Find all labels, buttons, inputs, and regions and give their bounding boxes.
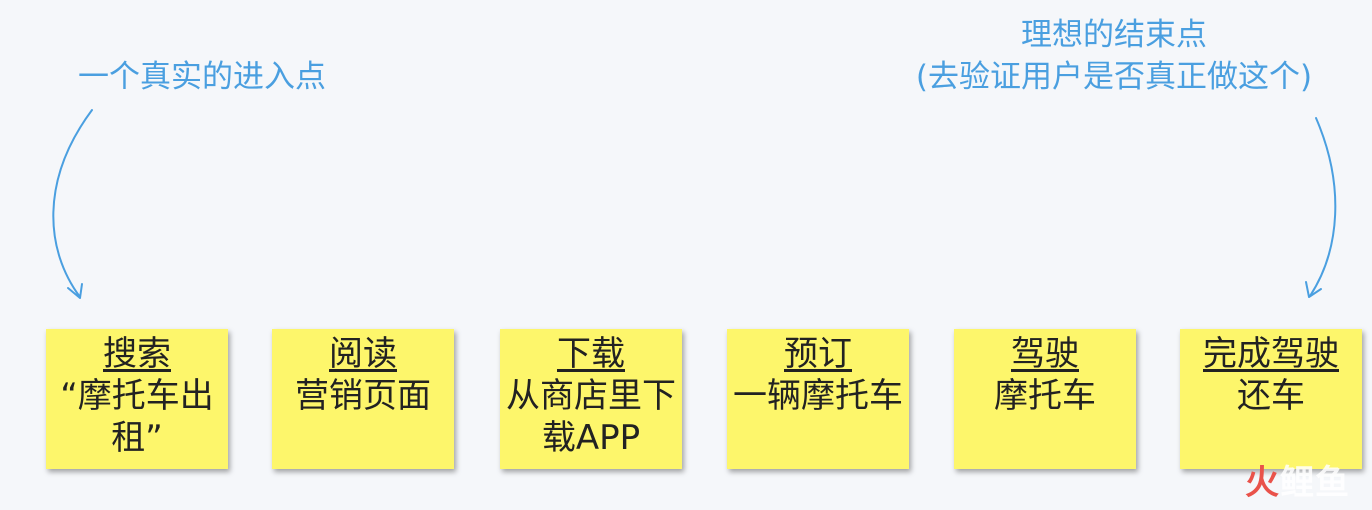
watermark-part1: 火 — [1245, 463, 1280, 503]
right-arrow-head — [1305, 281, 1322, 298]
step-title: 搜索 — [103, 334, 171, 374]
watermark-part2: 鲤鱼 — [1280, 463, 1350, 503]
step-note-return: 完成驾驶 还车 — [1180, 329, 1362, 469]
step-body: 还车 — [1237, 376, 1305, 416]
step-note-read: 阅读 营销页面 — [272, 329, 454, 469]
left-arrow-head — [67, 283, 83, 299]
watermark-logo: 火鲤鱼 — [1245, 455, 1350, 504]
step-title: 预订 — [784, 334, 852, 374]
step-body: 营销页面 — [295, 376, 431, 416]
step-title: 下载 — [557, 334, 625, 374]
step-body: 从商店里下 载APP — [506, 376, 676, 458]
left-curved-arrow — [52, 109, 93, 298]
step-note-search: 搜索 “摩托车出 租” — [46, 329, 228, 469]
step-body: 一辆摩托车 — [733, 376, 903, 416]
step-body: “摩托车出 租” — [60, 376, 214, 458]
step-title: 完成驾驶 — [1203, 334, 1339, 374]
step-title: 驾驶 — [1011, 334, 1079, 374]
end-point-title: 理想的结束点 — [1021, 17, 1207, 53]
entry-point-annotation: 一个真实的进入点 — [78, 59, 326, 95]
step-body: 摩托车 — [994, 376, 1096, 416]
step-title: 阅读 — [329, 334, 397, 374]
step-note-ride: 驾驶 摩托车 — [954, 329, 1136, 469]
step-note-download: 下载 从商店里下 载APP — [500, 329, 682, 469]
end-point-annotation: 理想的结束点 (去验证用户是否真正做这个) — [880, 14, 1348, 98]
right-curved-arrow — [1309, 117, 1337, 297]
end-point-subtitle: (去验证用户是否真正做这个) — [915, 59, 1313, 95]
step-note-book: 预订 一辆摩托车 — [727, 329, 909, 469]
